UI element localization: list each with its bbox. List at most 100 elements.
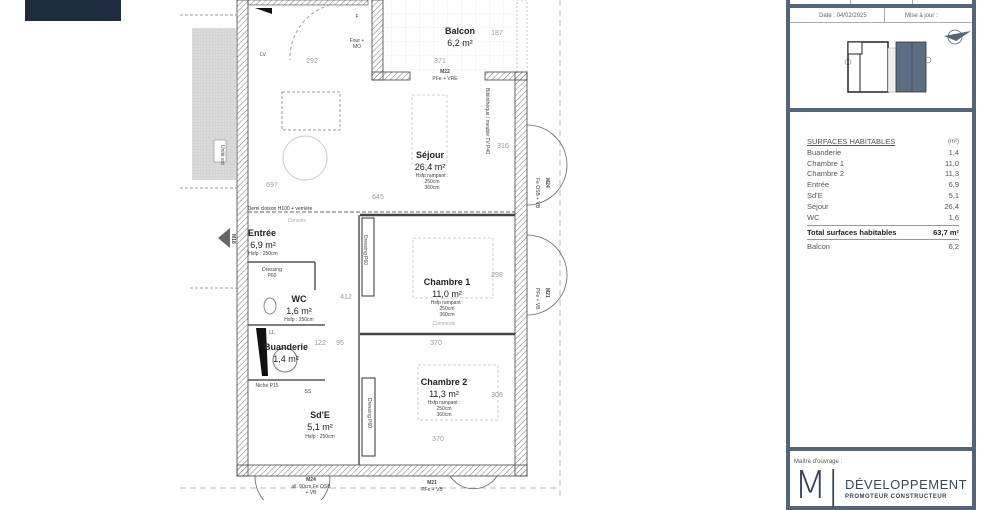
room-note: Hsfp : 250cm — [284, 317, 314, 323]
duct-shaft — [256, 328, 268, 376]
surface-label: WC — [807, 212, 820, 222]
balcon-value: 6,2 — [948, 242, 959, 252]
dimension: 95 — [336, 340, 344, 347]
surface-value: 11,0 — [944, 158, 959, 168]
room-name-sde: Sd'E — [310, 410, 330, 420]
logo-name: DÉVELOPPEMENT — [845, 477, 968, 492]
surface-row: Séjour 26,4 — [807, 202, 959, 213]
surface-value: 5,1 — [948, 190, 959, 200]
dressing — [361, 217, 375, 297]
annotation-ll: LL — [269, 330, 275, 336]
dressing — [361, 377, 376, 457]
dimension: 370 — [430, 340, 442, 347]
annotation-dressing: Dressing P60 — [366, 398, 372, 429]
surfaces-unit: (m²) — [948, 139, 959, 145]
room-note: Hsfp rampant : — [427, 400, 461, 406]
room-name-sejour: Séjour — [415, 150, 445, 160]
wall — [247, 0, 369, 6]
surface-label: Séjour — [807, 201, 829, 211]
surface-label: Entrée — [807, 180, 830, 190]
opening-desc: PFe + VB — [534, 288, 540, 310]
north-arrow-icon — [944, 29, 971, 45]
surface-value: 26,4 — [944, 201, 959, 211]
window-door-swing — [254, 475, 331, 500]
surface-value: 1,6 — [948, 212, 959, 222]
surface-value: 11,3 — [944, 169, 959, 179]
room-note: 250cm — [424, 179, 440, 185]
window-door-swing — [449, 475, 498, 490]
room-note: 360cm — [424, 185, 440, 191]
surfaces-title: SURFACES HABITABLES — [807, 137, 896, 146]
annotation-bibliotheque: Bibliothèque / meuble TV P40 — [484, 88, 490, 155]
room-note: Hsfp : 250cm — [305, 434, 335, 440]
room-name-entree: Entrée — [247, 228, 277, 238]
panel-divider — [786, 447, 976, 451]
wall — [236, 464, 528, 477]
window-door-swing — [526, 124, 568, 206]
room-name-buanderie: Buanderie — [263, 342, 309, 352]
header-block — [25, 0, 121, 21]
room-area-chambre-2: 11,3 m² — [429, 389, 459, 399]
opening-id: M21 — [544, 288, 550, 298]
room-area-entree: 6,9 m² — [250, 240, 276, 250]
plan-thumbnail — [790, 22, 972, 112]
date-row — [790, 8, 972, 23]
annotation-console: Console — [287, 218, 307, 224]
opening-desc: PFe + VB — [421, 487, 443, 493]
room-note: Hsfp : 250cm — [248, 251, 278, 257]
opening-id: M18 — [230, 234, 236, 244]
surface-row: WC 1,6 — [807, 213, 959, 224]
annotation-ss: SS — [304, 389, 312, 395]
room-name-chambre-2: Chambre 2 — [420, 377, 468, 387]
floor-plan — [180, 0, 568, 500]
room-note: 360cm — [439, 312, 455, 318]
dimension: 645 — [372, 194, 384, 201]
annotation-unite-ext: Unité ext — [219, 145, 225, 165]
annotation-niche: Niche P15 — [255, 383, 279, 389]
logo-mark: M| — [794, 463, 840, 507]
opening-id: M24 — [306, 477, 316, 483]
entrance-marker — [218, 228, 230, 248]
annotation-four: Four + MO — [349, 38, 365, 50]
annotation-f: F — [355, 14, 359, 20]
room-note: 250cm — [436, 406, 452, 412]
opening-desc: PFe + VRE — [432, 76, 458, 82]
total-label: Total surfaces habitables — [807, 228, 897, 238]
room-area-wc: 1,6 m² — [286, 306, 312, 316]
outdoor-unit — [213, 139, 227, 163]
maitre-ouvrage-label: Maître d'ouvrage : — [794, 459, 843, 465]
balcony-floor — [383, 0, 515, 72]
balcon-label: Balcon — [807, 242, 830, 252]
wall — [514, 71, 528, 477]
opening-id: M22 — [440, 69, 450, 75]
room-note: 360cm — [436, 412, 452, 418]
surface-value: 6,9 — [948, 180, 959, 190]
wall — [484, 71, 528, 81]
annotation-lv: LV — [260, 52, 266, 58]
room-area-balcon: 6,2 m² — [447, 38, 473, 48]
annotation-dressing: Dressing P60 — [362, 235, 368, 266]
annotation-demi-cloison: Demi cloison H100 + verrière — [247, 206, 313, 212]
dimension: 697 — [266, 182, 278, 189]
room-area-sejour: 26,4 m² — [414, 162, 446, 172]
total-value: 63,7 m² — [933, 228, 959, 238]
balcon-row: Balcon 6,2 — [807, 242, 959, 253]
surface-total-row: Total surfaces habitables 63,7 m² — [807, 225, 959, 241]
dimension: 316 — [497, 143, 509, 150]
wall — [516, 0, 528, 73]
logo-subtitle: PROMOTEUR CONSTRUCTEUR — [845, 494, 947, 500]
annotation-dressing: Dressing P60 — [262, 267, 282, 279]
dimension: 122 — [314, 340, 326, 347]
surface-row: Entrée 6,9 — [807, 180, 959, 191]
wall — [371, 71, 411, 81]
dimension: 292 — [306, 58, 318, 65]
window-door-swing — [526, 234, 568, 316]
surface-label: Chambre 1 — [807, 158, 845, 168]
room-name-wc: WC — [291, 294, 307, 304]
panel-header-cells — [790, 0, 972, 8]
dimension: 187 — [491, 30, 503, 37]
date-label: Date : 04/02/2025 — [819, 13, 867, 19]
